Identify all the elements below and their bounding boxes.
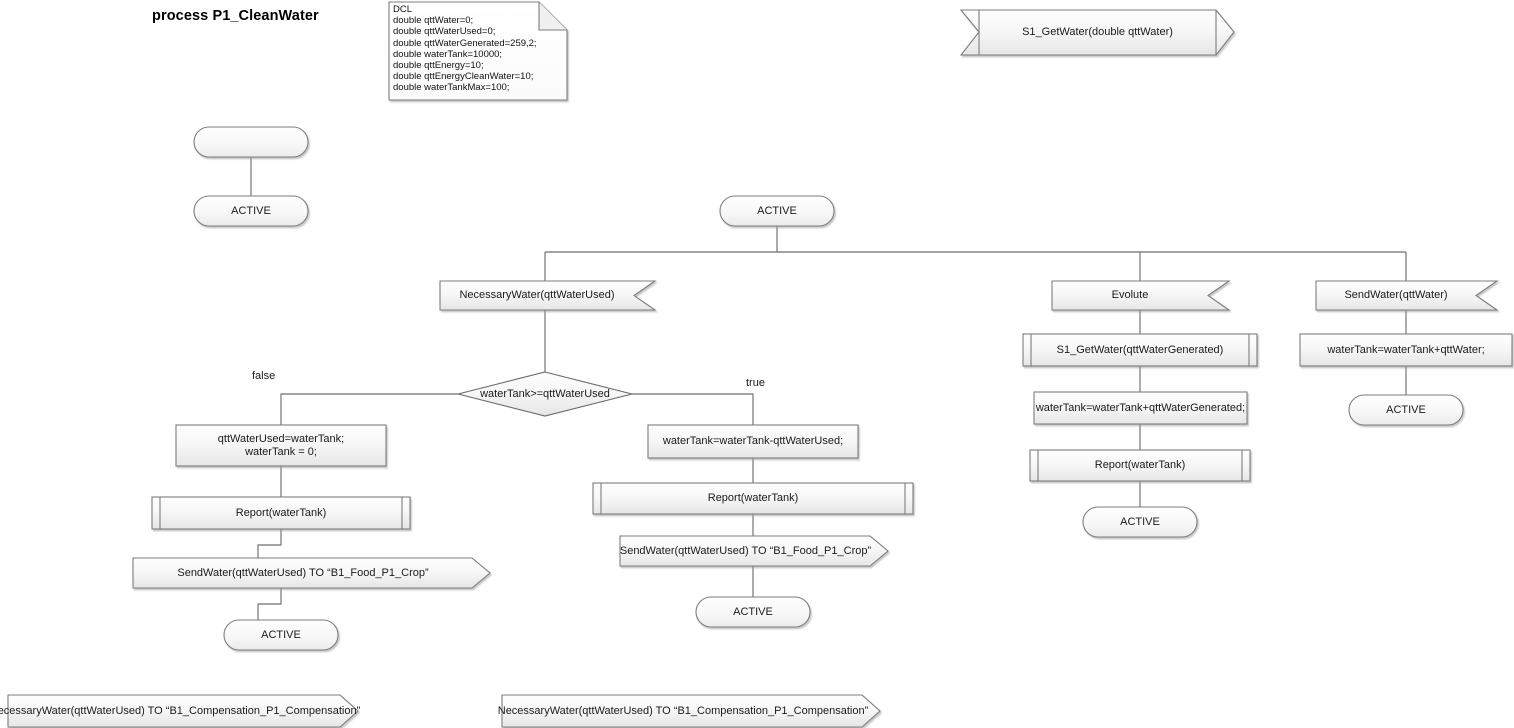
main-state-shape	[719, 195, 835, 227]
connector-decision-false	[280, 393, 458, 425]
start-symbol-shape	[193, 126, 309, 158]
call-report-evolute-shape	[1029, 449, 1251, 482]
connector-reportfalse-to-send	[257, 529, 282, 558]
procedure-header-shape	[959, 9, 1235, 56]
dcl-note-shape	[388, 1, 568, 101]
state-evolute-end-shape	[1082, 506, 1198, 538]
output-send-true-shape	[619, 535, 889, 567]
call-report-false-shape	[151, 496, 411, 530]
connector-decision-true	[632, 393, 754, 425]
start-state-shape	[193, 195, 309, 227]
task-true-shape	[647, 424, 859, 459]
input-necessarywater-shape	[439, 280, 657, 311]
connector-sendfalse-to-active	[257, 588, 282, 620]
output-compensation-left-shape	[7, 694, 359, 728]
connector-group	[250, 157, 1407, 620]
task-false-shape	[175, 424, 387, 467]
state-sendwater-end-shape	[1348, 394, 1464, 426]
call-report-true-shape	[592, 482, 914, 515]
task-evolute-shape	[1033, 391, 1248, 425]
decision-shape	[457, 371, 633, 417]
input-sendwater-shape	[1315, 280, 1499, 311]
input-evolute-shape	[1051, 280, 1231, 311]
dcl-note-text: DCL double qttWater=0; double qttWaterUs…	[393, 4, 537, 94]
page-title: process P1_CleanWater	[152, 8, 319, 24]
call-s1-getwater-shape	[1022, 333, 1258, 367]
task-sendwater-shape	[1299, 333, 1513, 367]
state-true-end-shape	[695, 596, 811, 628]
output-send-false-shape	[132, 557, 491, 589]
state-false-end-shape	[223, 619, 339, 651]
output-compensation-center-shape	[501, 694, 881, 728]
